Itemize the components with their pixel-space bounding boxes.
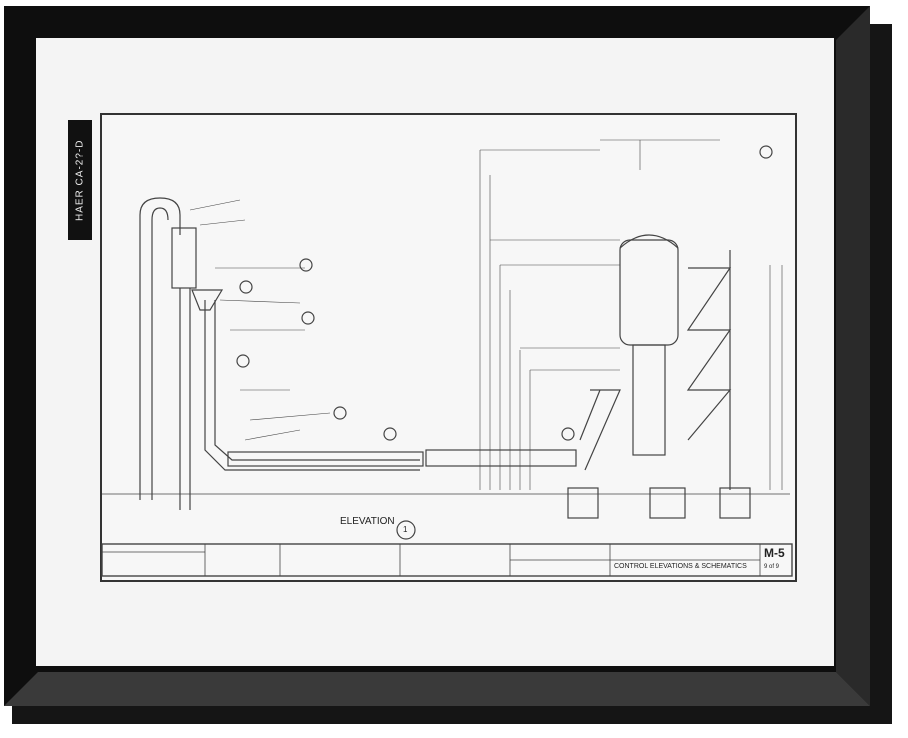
- drawing-sheet: [100, 113, 797, 582]
- column-body: [179, 288, 191, 510]
- frame-bevel-right: [836, 6, 870, 706]
- callout-circle: [759, 145, 773, 159]
- callout-circle: [333, 406, 347, 420]
- dimension-lines: [479, 139, 783, 490]
- leader-lines: [189, 199, 331, 441]
- callout-circle: [299, 258, 313, 272]
- sheet-of: 9 of 9: [764, 564, 780, 570]
- view-callout-number: 1: [403, 525, 408, 534]
- support-frame: [579, 250, 732, 490]
- frame-bevel-bottom: [4, 672, 870, 706]
- callout-circle: [239, 280, 253, 294]
- pipe-loop-inner: [151, 207, 169, 500]
- pipe-loop: [139, 197, 181, 500]
- riser-pipe: [204, 300, 420, 471]
- tank-top: [619, 234, 679, 249]
- sheet-title: CONTROL ELEVATIONS & SCHEMATICS: [614, 563, 747, 570]
- cyclone: [191, 289, 224, 311]
- tank: [619, 239, 679, 346]
- horizontal-duct: [227, 451, 424, 467]
- callout-circle: [383, 427, 397, 441]
- column-vessel: [171, 227, 197, 289]
- callout-circle: [236, 354, 250, 368]
- sheet-number: M-5: [764, 546, 785, 560]
- footing-3: [719, 487, 751, 519]
- horizontal-duct-2: [425, 449, 577, 467]
- title-block: [101, 543, 793, 577]
- callout-circle: [396, 520, 416, 540]
- title-block-dividers: [102, 544, 761, 576]
- footing-1: [567, 487, 599, 519]
- callout-circle: [301, 311, 315, 325]
- tank-skirt: [632, 344, 666, 456]
- callout-circle: [561, 427, 575, 441]
- footing-2: [649, 487, 686, 519]
- view-title: ELEVATION: [340, 516, 395, 527]
